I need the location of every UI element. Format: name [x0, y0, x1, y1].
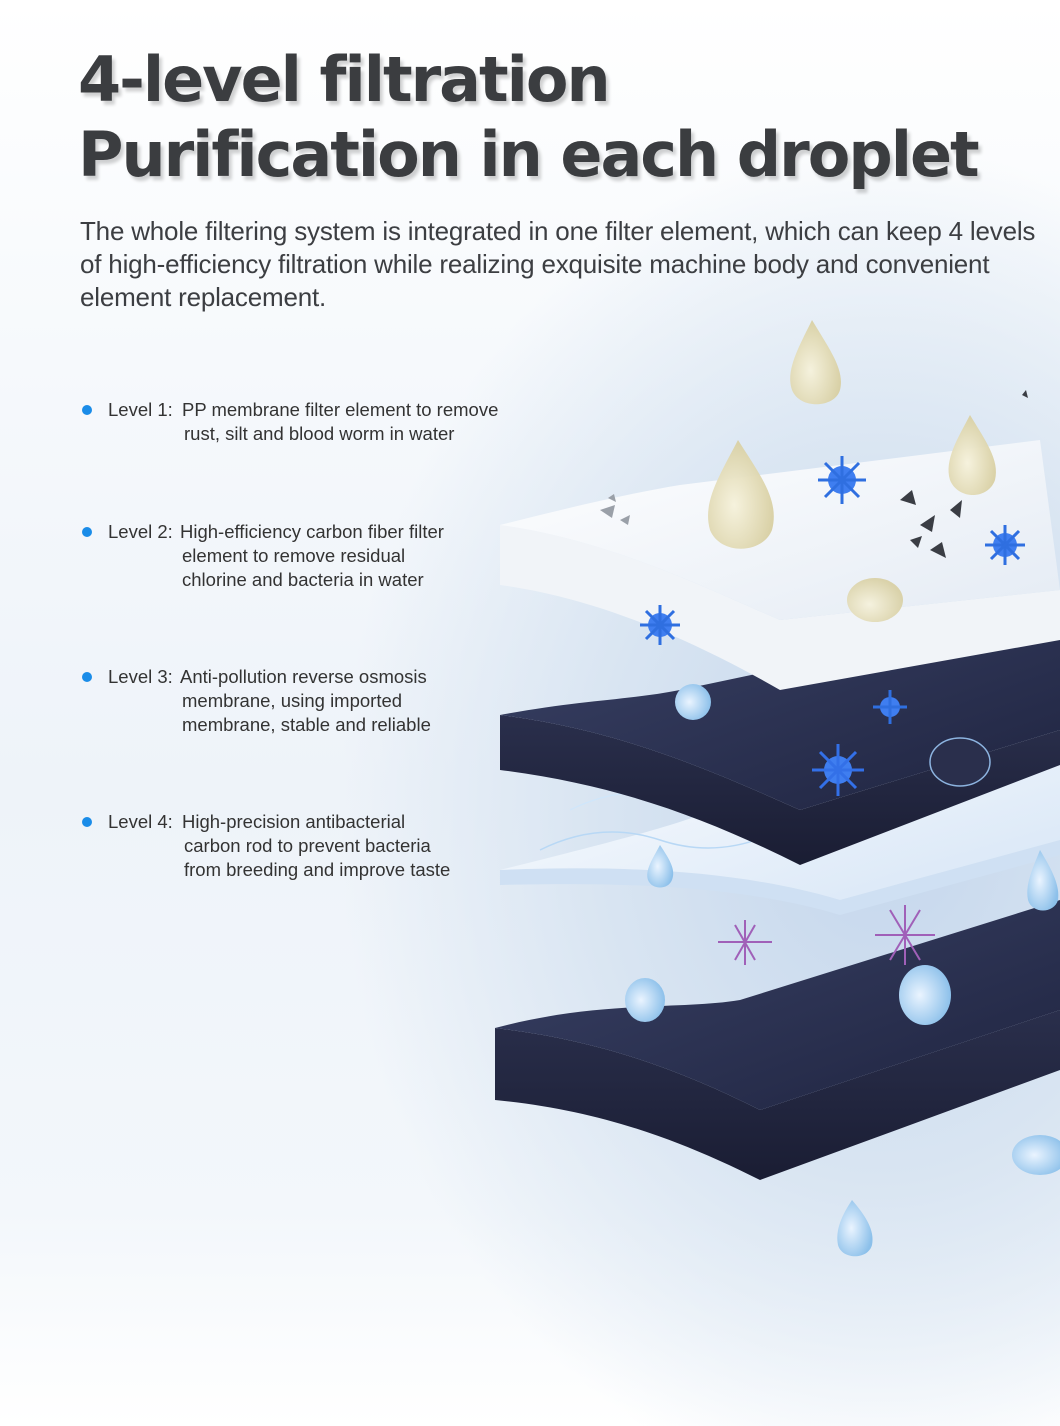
dirty-droplet-icon	[948, 415, 996, 495]
clean-droplet-icon	[625, 978, 665, 1022]
dirty-droplet-icon	[790, 320, 841, 405]
bullet-dot-icon	[82, 817, 92, 827]
headline-line-1: 4-level filtration	[78, 43, 611, 116]
level-label: Level 4:	[108, 811, 173, 832]
clean-droplet-icon	[929, 737, 991, 787]
dirty-droplet-icon	[847, 578, 903, 622]
level-text-line: membrane, stable and reliable	[182, 714, 431, 735]
debris-icon	[900, 390, 1028, 558]
clean-droplet-icon	[1012, 1135, 1060, 1175]
dirty-droplet-icon	[708, 440, 774, 549]
level-text-line: rust, silt and blood worm in water	[184, 423, 455, 444]
level-label: Level 1:	[108, 399, 173, 420]
intro-paragraph: The whole filtering system is integrated…	[80, 216, 1036, 312]
level-text-line: PP membrane filter element to remove	[182, 399, 499, 420]
filter-layers-illustration	[480, 310, 1060, 1426]
level-text-line: High-efficiency carbon fiber filter	[180, 521, 444, 542]
level-label: Level 3:	[108, 666, 173, 687]
level-label: Level 2:	[108, 521, 173, 542]
level-text-line: High-precision antibacterial	[182, 811, 406, 832]
clean-droplet-icon	[837, 1200, 873, 1257]
level-text-line: Anti-pollution reverse osmosis	[180, 666, 427, 687]
clean-droplet-icon	[1027, 850, 1059, 911]
level-text-line: element to remove residual	[182, 545, 406, 566]
level-text-line: chlorine and bacteria in water	[182, 569, 424, 590]
bullet-dot-icon	[82, 405, 92, 415]
headline-line-2: Purification in each droplet	[78, 118, 980, 191]
clean-droplet-icon	[899, 965, 951, 1025]
carbon-rod-layer	[495, 900, 1060, 1180]
clean-droplet-icon	[647, 845, 674, 888]
bullet-dot-icon	[82, 672, 92, 682]
bacteria-icon	[640, 605, 680, 645]
bacteria-icon	[873, 690, 907, 724]
bacteria-icon	[818, 456, 866, 504]
level-text-line: from breeding and improve taste	[184, 859, 451, 880]
level-text-line: carbon rod to prevent bacteria	[184, 835, 431, 856]
bullet-dot-icon	[82, 527, 92, 537]
purple-bacteria-icon	[718, 920, 772, 965]
headline: 4-level filtration Purification in each …	[78, 42, 980, 192]
bacteria-icon	[812, 744, 864, 796]
pp-membrane-layer	[500, 440, 1060, 690]
level-text-line: membrane, using imported	[182, 690, 403, 711]
purple-bacteria-icon	[875, 905, 935, 965]
debris-icon	[600, 494, 630, 525]
clean-droplet-icon	[675, 684, 711, 720]
bacteria-icon	[985, 525, 1025, 565]
